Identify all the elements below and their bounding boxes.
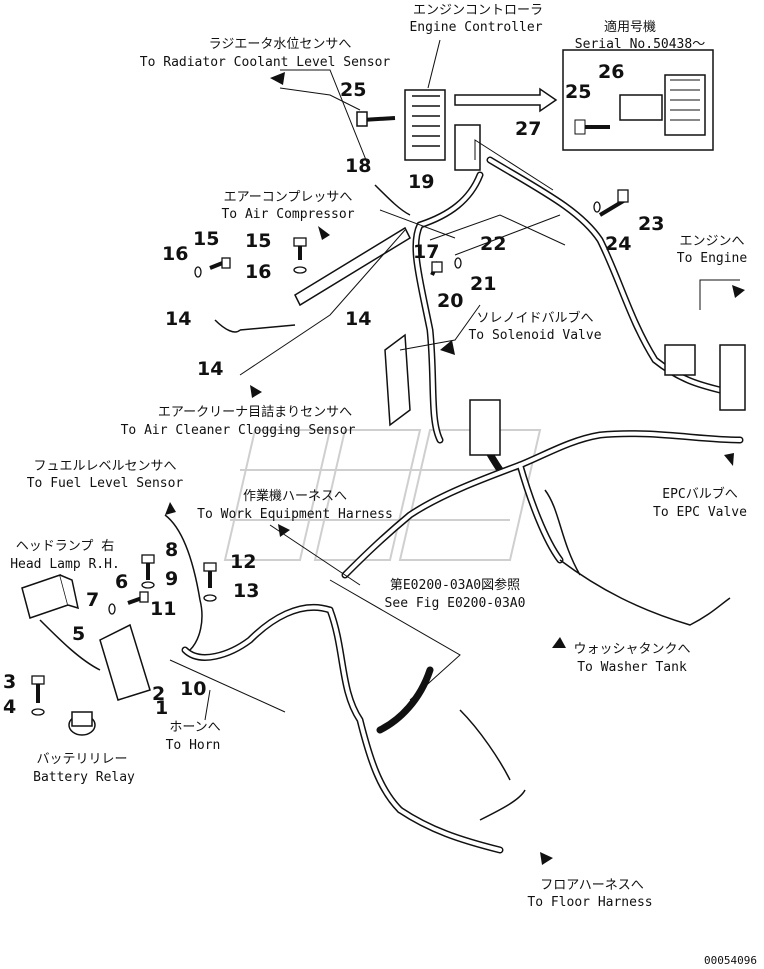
epc-valve-jp: EPCバルブへ xyxy=(662,486,737,502)
callout-10: 10 xyxy=(180,678,206,700)
callout-16a: 16 xyxy=(162,243,188,265)
engine-controller-jp: エンジンコントローラ xyxy=(413,3,543,18)
callout-25b: 25 xyxy=(565,81,591,103)
engine-jp: エンジンへ xyxy=(679,234,744,249)
callout-25a: 25 xyxy=(340,79,366,101)
callout-20: 20 xyxy=(437,290,463,312)
fuel-level-jp: フュエルレベルセンサへ xyxy=(33,459,176,474)
serial-inset xyxy=(562,49,714,151)
callout-19: 19 xyxy=(408,171,434,193)
labels: エンジンコントローラ Engine Controller 適用号機 Serial… xyxy=(10,3,757,967)
applicable-serial-jp: 適用号機 xyxy=(604,19,656,35)
head-lamp xyxy=(21,574,79,619)
horn-jp: ホーンへ xyxy=(169,720,220,735)
spacer-plate xyxy=(619,94,663,121)
wires-thin xyxy=(39,184,731,821)
work-equipment-jp: 作業機ハーネスへ xyxy=(243,488,347,504)
callout-6: 6 xyxy=(115,571,128,593)
solenoid-jp: ソレノイドバルブへ xyxy=(476,310,593,326)
air-cleaner-jp: エアークリーナ目詰まりセンサへ xyxy=(158,404,352,420)
callout-1: 1 xyxy=(155,697,168,719)
callout-22: 22 xyxy=(480,233,506,255)
callout-14b: 14 xyxy=(197,358,223,380)
callout-17: 17 xyxy=(413,241,439,263)
engine-bracket xyxy=(664,344,746,411)
callout-13: 13 xyxy=(233,580,259,602)
hardware xyxy=(31,189,629,716)
harness-inner xyxy=(183,158,742,852)
head-lamp-en: Head Lamp R.H. xyxy=(10,557,120,572)
callout-21: 21 xyxy=(470,273,496,295)
engine-controller-en: Engine Controller xyxy=(409,20,542,35)
direction-arrows xyxy=(165,72,745,865)
inset-arrow xyxy=(454,87,558,113)
callout-7: 7 xyxy=(86,589,99,611)
washer-tank-jp: ウォッシャタンクへ xyxy=(573,642,690,657)
callout-3: 3 xyxy=(3,671,16,693)
air-compressor-jp: エアーコンプレッサへ xyxy=(224,190,353,205)
solenoid-bracket xyxy=(384,333,501,456)
radiator-jp: ラジエータ水位センサへ xyxy=(209,37,352,52)
watermark xyxy=(223,429,542,561)
leader-lines xyxy=(169,39,740,721)
controller-module-inset xyxy=(664,74,706,136)
battery-relay xyxy=(68,711,96,736)
callout-16b: 16 xyxy=(245,261,271,283)
callout-5: 5 xyxy=(72,623,85,645)
callout-26: 26 xyxy=(598,61,624,83)
callout-8: 8 xyxy=(165,539,178,561)
callout-15a: 15 xyxy=(193,228,219,250)
epc-valve-en: To EPC Valve xyxy=(653,505,747,520)
bracket-14 xyxy=(294,226,411,307)
relay-bracket xyxy=(99,623,151,701)
callout-4: 4 xyxy=(3,696,16,718)
work-equipment-en: To Work Equipment Harness xyxy=(197,507,393,522)
battery-relay-en: Battery Relay xyxy=(33,770,135,785)
solenoid-en: To Solenoid Valve xyxy=(468,328,601,343)
horn-en: To Horn xyxy=(166,738,221,753)
see-fig-jp: 第E0200-03A0図参照 xyxy=(390,577,520,593)
callout-2: 2 xyxy=(152,683,165,705)
engine-en: To Engine xyxy=(677,251,748,266)
callout-15b: 15 xyxy=(245,230,271,252)
air-compressor-en: To Air Compressor xyxy=(221,207,354,222)
head-lamp-jp: ヘッドランプ 右 xyxy=(16,539,114,554)
callout-11: 11 xyxy=(150,598,176,620)
floor-harness-jp: フロアハーネスへ xyxy=(540,878,643,893)
callout-23: 23 xyxy=(638,213,664,235)
applicable-serial-en: Serial No.50438～ xyxy=(575,37,705,52)
callout-14c: 14 xyxy=(345,308,371,330)
callout-12: 12 xyxy=(230,551,256,573)
callout-18: 18 xyxy=(345,155,371,177)
air-cleaner-en: To Air Cleaner Clogging Sensor xyxy=(121,423,356,438)
see-fig-en: See Fig E0200-03A0 xyxy=(385,596,526,611)
washer-tank-en: To Washer Tank xyxy=(577,660,687,675)
battery-relay-jp: バッテリリレー xyxy=(36,752,127,767)
radiator-en: To Radiator Coolant Level Sensor xyxy=(140,55,391,70)
callout-9: 9 xyxy=(165,568,178,590)
callouts: 1 2 3 4 5 6 7 8 9 10 11 12 13 14 14 14 1… xyxy=(3,61,664,719)
floor-harness-en: To Floor Harness xyxy=(527,895,652,910)
callout-24: 24 xyxy=(605,233,631,255)
fuel-level-en: To Fuel Level Sensor xyxy=(27,476,184,491)
callout-14a: 14 xyxy=(165,308,191,330)
drawing-code: 00054096 xyxy=(704,954,757,967)
callout-27: 27 xyxy=(515,118,541,140)
engine-controller xyxy=(356,89,481,171)
